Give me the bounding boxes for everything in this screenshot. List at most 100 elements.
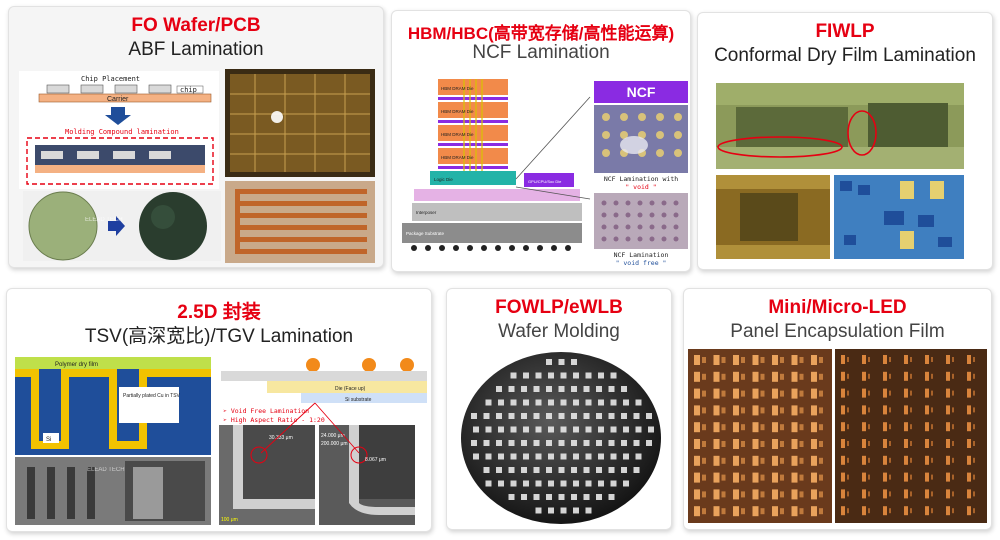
die-square xyxy=(558,359,565,365)
led-pad xyxy=(772,355,778,365)
led-pad xyxy=(847,491,849,497)
die-square xyxy=(596,467,602,473)
led-pad xyxy=(819,357,823,363)
wafer-after-photo xyxy=(139,192,207,260)
die-square xyxy=(508,467,515,473)
led-pad xyxy=(946,472,950,482)
led-pad xyxy=(952,407,954,413)
sem-label: 30.333 μm xyxy=(269,435,293,441)
die-square xyxy=(610,399,617,406)
led-pad xyxy=(841,422,845,432)
led-pad xyxy=(889,357,891,362)
die-square xyxy=(523,426,529,433)
chip-shape xyxy=(149,151,171,159)
led-pad xyxy=(819,508,823,515)
led-pad xyxy=(973,491,975,497)
die-square xyxy=(508,440,515,446)
led-pad xyxy=(741,441,745,447)
down-arrow-icon xyxy=(105,107,131,125)
led-pad xyxy=(931,457,933,463)
panel-title: 2.5D 封装 xyxy=(177,302,261,323)
panel-hbm: HBM/HBC(高带宽存储/高性能运算) NCF Lamination HBM … xyxy=(391,10,691,272)
die-square xyxy=(498,480,504,487)
led-pad xyxy=(772,455,778,466)
panel-title: HBM/HBC(高带宽存储/高性能运算) xyxy=(407,24,675,43)
die-square xyxy=(498,453,504,460)
die-square xyxy=(560,480,567,487)
gpu-die xyxy=(524,173,574,187)
led-pad xyxy=(967,371,971,381)
led-pad xyxy=(952,441,954,446)
die-square xyxy=(546,440,552,446)
die-square xyxy=(598,453,604,460)
led-pad xyxy=(973,508,975,514)
panel-subtitle: ABF Lamination xyxy=(128,39,264,60)
caption-void-1: NCF Lamination with xyxy=(603,175,679,183)
led-pad xyxy=(733,506,739,517)
tsv-sem-photo: ELEAD TECH xyxy=(15,457,211,525)
die-square xyxy=(585,507,592,514)
led-pad xyxy=(713,405,720,416)
led-pad xyxy=(721,508,726,515)
led-pad xyxy=(889,407,891,413)
package-substrate xyxy=(402,223,582,243)
watermark: ELEAD TECH xyxy=(85,217,123,223)
panel-subtitle: NCF Lamination xyxy=(472,42,610,63)
led-pad xyxy=(910,373,912,379)
led-pad xyxy=(931,508,933,514)
die-square xyxy=(558,467,565,473)
die-square xyxy=(623,480,629,487)
die-square xyxy=(608,494,615,500)
die-square xyxy=(485,426,492,433)
led-pad xyxy=(868,457,870,463)
led-pad xyxy=(931,491,933,497)
led-pad xyxy=(713,371,720,382)
panel-fo-wafer: FO Wafer/PCB ABF Lamination Chip Placeme… xyxy=(8,6,384,268)
led-pad xyxy=(791,422,798,433)
light-reflection xyxy=(271,111,283,123)
die-square xyxy=(471,413,477,419)
die-square xyxy=(533,494,540,500)
led-pad xyxy=(694,472,700,483)
led-pad xyxy=(799,457,804,464)
led-pad xyxy=(883,422,887,432)
led-pad xyxy=(841,388,845,398)
led-pad xyxy=(799,474,804,481)
led-pad xyxy=(847,373,849,379)
led-pad xyxy=(952,424,954,430)
led-pad xyxy=(780,441,784,447)
sem-label: 8.067 μm xyxy=(365,457,386,463)
led-pad xyxy=(694,439,700,449)
led-pad xyxy=(702,508,706,515)
die-square xyxy=(573,507,579,514)
abf-lamination-diagram: Chip Placement chip Carrier Molding Comp… xyxy=(19,71,219,189)
led-pad xyxy=(868,357,870,362)
led-pad xyxy=(967,355,971,364)
die-square xyxy=(621,467,627,473)
die-square xyxy=(558,413,565,419)
die-square xyxy=(596,386,602,392)
solder-bump xyxy=(400,358,414,372)
die-square xyxy=(533,467,540,473)
die-square xyxy=(571,386,577,392)
chip-label: chip xyxy=(180,86,197,94)
led-pad xyxy=(889,390,891,396)
die-square xyxy=(521,386,527,392)
solder-bump xyxy=(362,358,376,372)
die-square xyxy=(558,440,565,446)
led-pad xyxy=(862,422,866,432)
die-square xyxy=(610,453,617,460)
panel-subtitle: Conformal Dry Film Lamination xyxy=(714,45,976,66)
led-pad xyxy=(741,508,745,515)
led-pad xyxy=(819,474,823,481)
led-pad xyxy=(973,457,975,463)
led-pad xyxy=(967,388,971,398)
molding-dashed-box xyxy=(26,137,214,185)
led-pad xyxy=(694,422,700,433)
rdl-layer xyxy=(221,371,427,381)
die-square xyxy=(621,386,627,392)
die-square xyxy=(548,453,554,460)
led-pad xyxy=(847,357,849,362)
led-pad xyxy=(811,388,817,399)
led-pad xyxy=(847,407,849,413)
